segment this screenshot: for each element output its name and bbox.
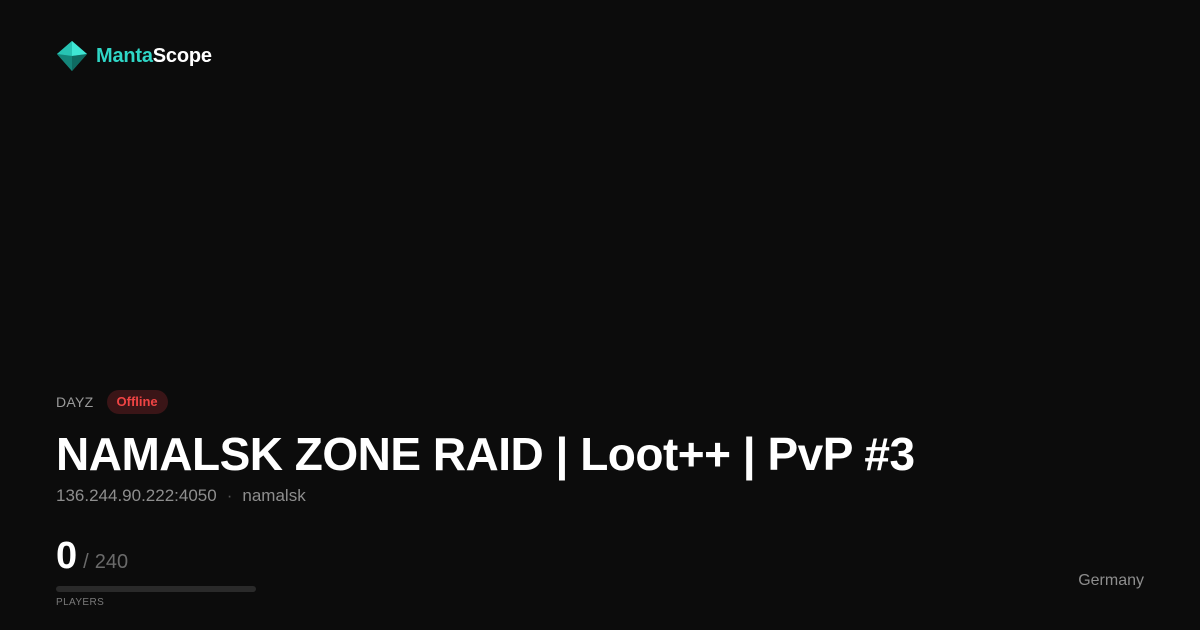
brand-name-part-1: Manta [96,45,153,67]
game-label: DAYZ [56,394,94,410]
players-label: PLAYERS [56,597,105,608]
status-badge: Offline [106,390,168,414]
brand-name: MantaScope [96,46,212,66]
separator-dot: · [226,486,233,505]
players-count: 0 / 240 [56,534,256,578]
players-slash: / [83,551,89,573]
players-current: 0 [56,535,78,577]
server-meta-row: DAYZ Offline [56,389,168,415]
server-country: Germany [1078,572,1144,589]
brand-name-part-2: Scope [152,45,212,67]
diamond-logo-icon [57,41,87,71]
players-block: 0 / 240 PLAYERS [56,534,256,608]
server-map: namalsk [242,486,306,505]
players-progress-bar [56,586,256,592]
server-info-row: 136.244.90.222:4050 · namalsk [56,484,306,508]
players-max: 240 [94,551,129,573]
server-address: 136.244.90.222:4050 [56,486,217,505]
server-title: NAMALSK ZONE RAID | Loot++ | PvP #3 [56,428,915,480]
brand-logo[interactable]: MantaScope [56,40,212,72]
